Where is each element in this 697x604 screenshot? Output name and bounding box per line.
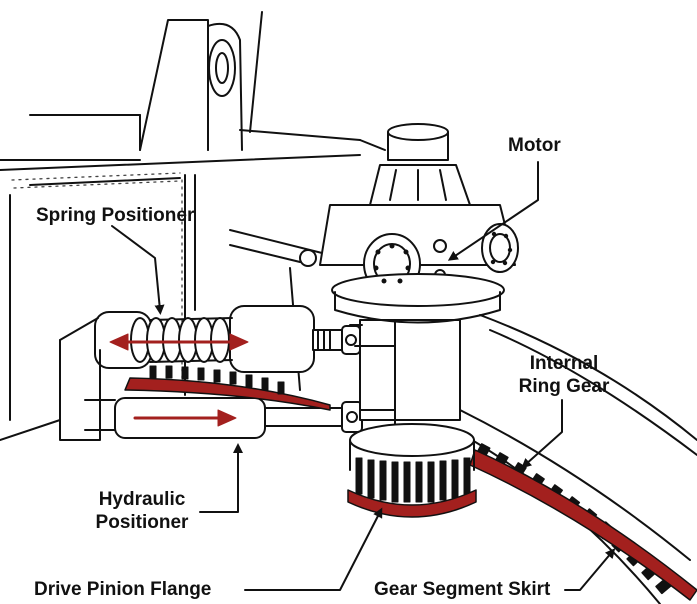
drive-column: [349, 319, 475, 471]
leader-lines: [111, 161, 616, 591]
motor-bolts: [373, 231, 513, 284]
pinion-gear-sector: [124, 377, 331, 411]
gear-segment-skirt-band: [469, 449, 697, 601]
hydraulic-motion-arrow: [133, 409, 237, 427]
spring-positioner-label: Spring Positioner: [36, 205, 195, 226]
leader-spring-positioner: [111, 225, 165, 315]
spring-positioner-motion-arrow: [109, 333, 249, 351]
internal-ring-gear-label: Internal Ring Gear: [494, 352, 634, 398]
motor: [299, 123, 519, 324]
leader-internal-ring-gear: [521, 399, 563, 469]
sector-teeth: [149, 365, 285, 395]
gear-segment-skirt-label: Gear Segment Skirt: [374, 579, 551, 600]
internal-ring-gear-label-line1: Internal: [529, 353, 599, 374]
hydraulic-positioner-label-line1: Hydraulic: [98, 489, 186, 510]
leader-motor: [447, 161, 539, 261]
internal-ring-gear-label-line2: Ring Gear: [518, 376, 610, 397]
hydraulic-positioner-label: Hydraulic Positioner: [82, 488, 202, 534]
leader-gear-segment-skirt: [564, 548, 616, 591]
leader-drive-pinion-flange: [244, 507, 383, 591]
hydraulic-positioner-label-line2: Positioner: [95, 512, 189, 533]
leader-hydraulic-positioner: [199, 443, 243, 513]
drive-pinion-flange-label: Drive Pinion Flange: [34, 579, 212, 600]
motor-label: Motor: [508, 135, 561, 156]
spring-positioner: [94, 305, 361, 373]
drive-pinion-teeth: [355, 457, 471, 503]
